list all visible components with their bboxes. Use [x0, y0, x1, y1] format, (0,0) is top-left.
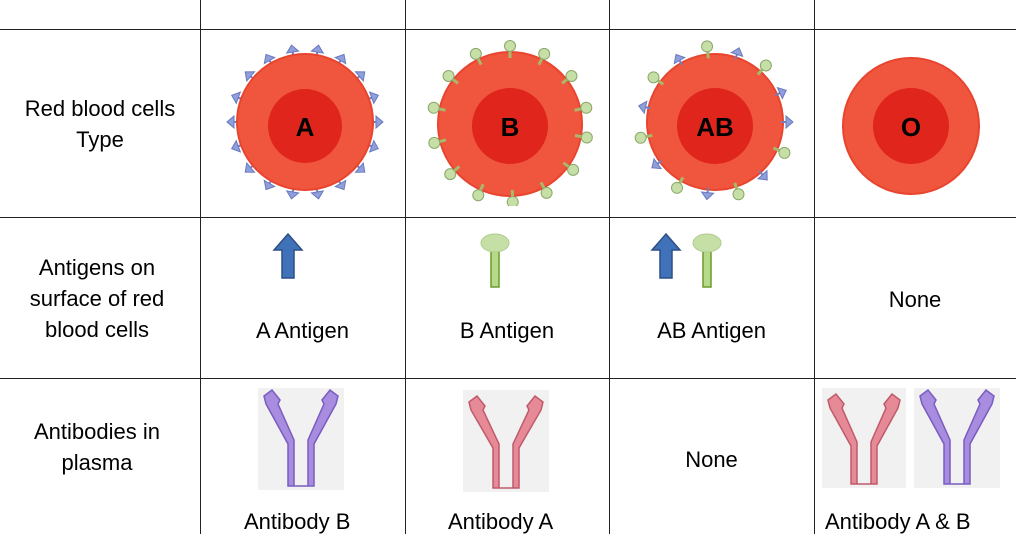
ab-b-antigen-marker — [760, 60, 771, 71]
column-divider — [200, 0, 201, 534]
column-divider — [405, 0, 406, 534]
b-antigen-marker — [568, 164, 579, 175]
o-anti-a-antibody-icon — [822, 388, 906, 488]
antibody-b-label: Antibody B — [244, 509, 350, 535]
red-cell-type-b: B — [425, 36, 595, 206]
b-antigen-marker — [473, 190, 484, 201]
ab-b-antigen-marker — [702, 41, 713, 52]
a-antigen-marker — [311, 45, 323, 53]
type-b-label: B — [501, 112, 520, 142]
type-a-label: A — [296, 112, 315, 142]
ab-antibody-label: None — [609, 447, 814, 473]
anti-a-antibody-icon — [463, 390, 549, 492]
b-antigen-lollipop-icon — [478, 232, 512, 290]
b-antigen-marker — [507, 196, 518, 206]
a-antigen-label: A Antigen — [200, 318, 405, 344]
ab-a-antigen-marker — [639, 101, 647, 113]
antibody-a-and-b-label: Antibody A & B — [825, 509, 971, 535]
ab-b-antigen-marker — [779, 147, 790, 158]
ab-a-antigen-marker — [786, 116, 793, 128]
a-antigen-marker — [287, 191, 299, 199]
b-antigen-marker — [429, 137, 440, 148]
a-antigen-marker — [227, 116, 234, 128]
b-antigen-marker — [445, 169, 456, 180]
a-antigen-marker — [311, 191, 323, 199]
b-antigen-marker — [581, 102, 592, 113]
ab-b-antigen-marker — [635, 132, 646, 143]
row-header-red-blood-cells: Red blood cells Type — [0, 30, 200, 217]
row-header-antibodies: Antibodies in plasma — [0, 379, 194, 515]
b-antigen-marker — [539, 48, 550, 59]
ab-b-antigen-marker — [733, 189, 744, 200]
row-header-antigens: Antigens on surface of red blood cells — [0, 218, 194, 378]
ab-antigen-arrow-icon — [650, 232, 682, 280]
b-antigen-label: B Antigen — [405, 318, 609, 344]
ab-b-antigen-marker — [648, 72, 659, 83]
o-anti-b-antibody-icon — [914, 388, 1000, 488]
column-divider — [814, 0, 815, 534]
anti-b-antibody-icon — [258, 388, 344, 490]
type-ab-label: AB — [696, 112, 734, 142]
a-antigen-marker — [376, 116, 383, 128]
a-antigen-arrow-icon — [272, 232, 304, 280]
ab-antigen-label: AB Antigen — [609, 318, 814, 344]
o-antigen-label: None — [814, 287, 1016, 313]
b-antigen-marker — [566, 70, 577, 81]
b-antigen-marker — [581, 132, 592, 143]
red-cell-type-ab: AB — [630, 36, 800, 206]
b-antigen-marker — [428, 102, 439, 113]
antibody-a-label: Antibody A — [448, 509, 553, 535]
ab-b-antigen-marker — [672, 182, 683, 193]
red-cell-type-a: A — [220, 36, 390, 206]
a-antigen-marker — [287, 45, 299, 53]
red-cell-type-o: O — [838, 54, 984, 200]
b-antigen-marker — [443, 70, 454, 81]
ab-a-antigen-marker — [702, 192, 714, 200]
ab-antigen-lollipop-icon — [690, 232, 724, 290]
b-antigen-marker — [505, 41, 516, 52]
type-o-label: O — [901, 112, 921, 142]
b-antigen-marker — [470, 48, 481, 59]
b-antigen-marker — [541, 187, 552, 198]
